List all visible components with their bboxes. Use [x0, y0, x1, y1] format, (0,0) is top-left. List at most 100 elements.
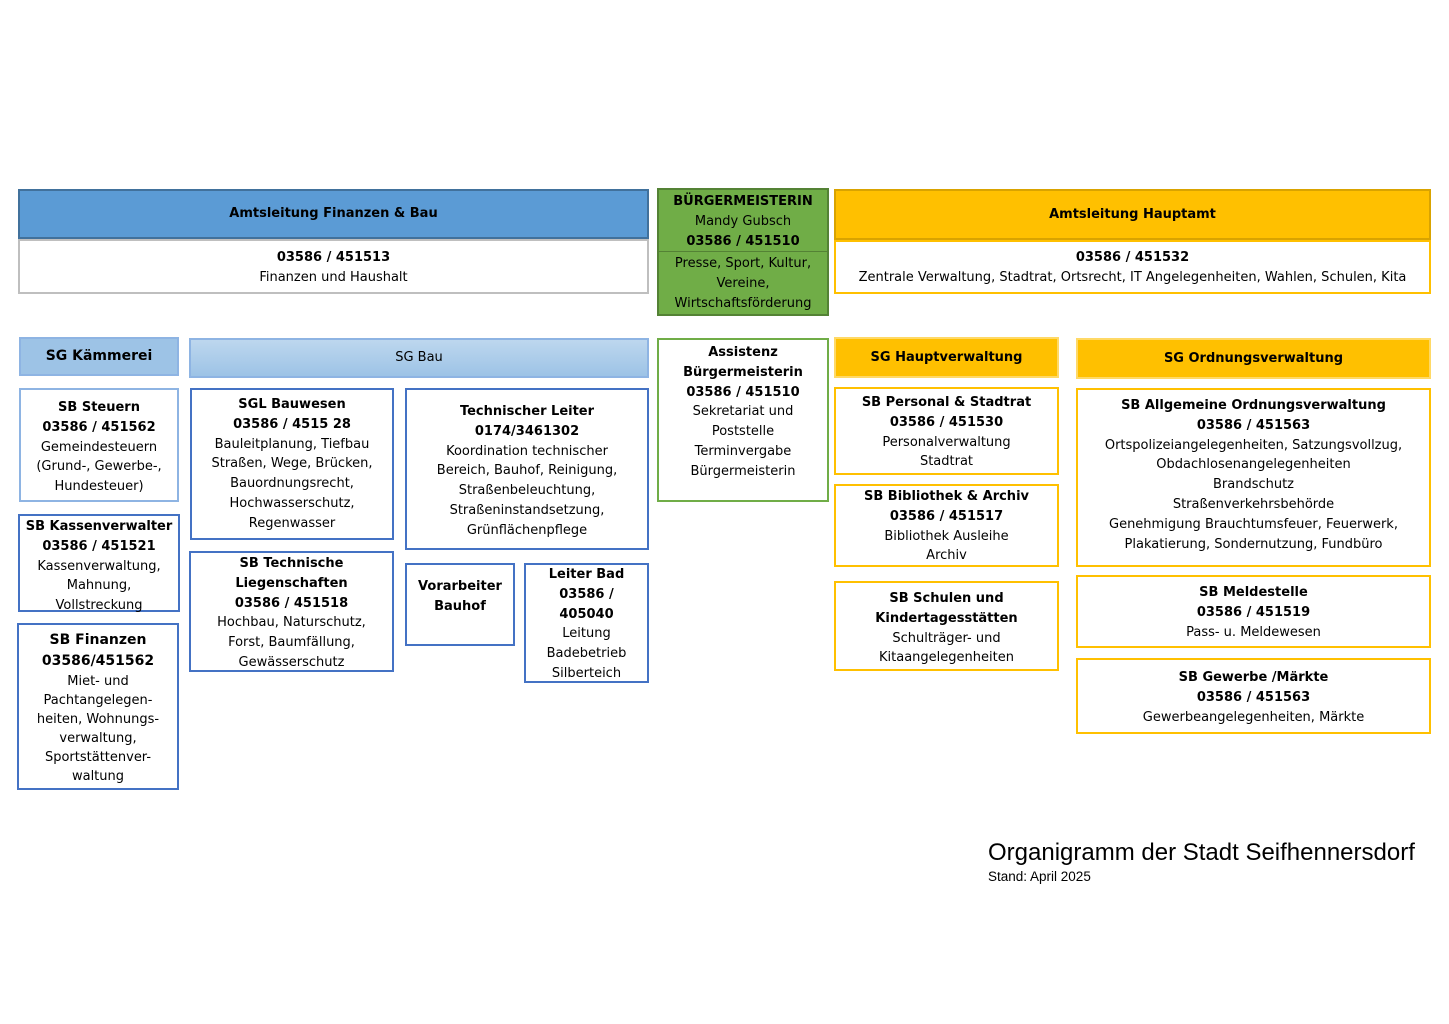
- unit-title: SB Kassenverwalter: [25, 519, 173, 534]
- buergermeisterin-head: BÜRGERMEISTERIN Mandy Gubsch 03586 / 451…: [659, 190, 827, 252]
- unit-task: Forst, Baumfällung,: [228, 635, 355, 651]
- unit-phone: 03586 / 4515 28: [233, 416, 351, 432]
- unit-title: SB Allgemeine Ordnungsverwaltung: [1121, 398, 1386, 413]
- unit-task: waltung: [71, 769, 125, 784]
- unit-task: Hochbau, Naturschutz,: [217, 615, 366, 631]
- unit-title: Technischer Leiter: [459, 404, 595, 419]
- unit-task: Personalverwaltung: [882, 434, 1011, 450]
- amtsleitung-hauptamt-title: Amtsleitung Hauptamt: [1049, 206, 1216, 222]
- unit-task: Sportstättenver-: [44, 750, 152, 765]
- sb-kassenverwalter-box: SB Kassenverwalter 03586 / 451521 Kassen…: [18, 514, 180, 613]
- unit-task: Grünflächenpflege: [466, 522, 588, 538]
- unit-task: Straßenbeleuchtung,: [458, 483, 596, 499]
- unit-task: Badebetrieb: [546, 646, 627, 662]
- unit-task: Poststelle: [711, 424, 775, 440]
- unit-title: SB Finanzen: [49, 632, 147, 648]
- unit-task: Bereich, Bauhof, Reinigung,: [436, 463, 618, 479]
- buergermeisterin-title: BÜRGERMEISTERIN: [673, 194, 813, 209]
- unit-phone: 03586 /: [559, 586, 614, 602]
- unit-title: SB Schulen und: [889, 591, 1004, 606]
- unit-task: Kassenverwaltung,: [37, 558, 161, 574]
- leiter-bad-box: Leiter Bad 03586 / 405040 Leitung Badebe…: [524, 563, 649, 683]
- sb-finanzen-box: SB Finanzen 03586/451562 Miet- und Pacht…: [17, 623, 179, 790]
- unit-task: Archiv: [926, 548, 967, 564]
- sg-bau-title: SG Bau: [395, 350, 443, 366]
- page-title: Organigramm der Stadt Seifhennersdorf: [988, 839, 1415, 866]
- amtsleitung-finanzen-bau-desc: Finanzen und Haushalt: [259, 269, 408, 285]
- buergermeisterin-tasks: Presse, Sport, Kultur, Vereine, Wirtscha…: [659, 252, 827, 313]
- unit-title: Liegenschaften: [235, 575, 348, 591]
- footer: Organigramm der Stadt Seifhennersdorf St…: [988, 838, 1438, 886]
- unit-task: Vollstreckung: [55, 598, 143, 614]
- unit-title: SB Meldestelle: [1199, 585, 1308, 600]
- buergermeisterin-task: Presse, Sport, Kultur,: [674, 256, 812, 271]
- unit-phone: 03586/451562: [41, 653, 155, 669]
- unit-title: Bürgermeisterin: [683, 364, 803, 380]
- unit-task: Silberteich: [551, 665, 622, 681]
- unit-phone: 03586 / 451530: [889, 414, 1004, 430]
- unit-title: Assistenz: [708, 345, 778, 360]
- buergermeisterin-name: Mandy Gubsch: [694, 213, 792, 229]
- amtsleitung-finanzen-bau-details: 03586 / 451513 Finanzen und Haushalt: [18, 239, 649, 294]
- sb-bibliothek-archiv-box: SB Bibliothek & Archiv 03586 / 451517 Bi…: [834, 484, 1059, 567]
- unit-task: verwaltung,: [59, 731, 137, 746]
- unit-phone: 03586 / 451562: [42, 419, 156, 435]
- sb-allgemeine-ordnungsverwaltung-box: SB Allgemeine Ordnungsverwaltung 03586 /…: [1076, 388, 1431, 567]
- amtsleitung-hauptamt-details: 03586 / 451532 Zentrale Verwaltung, Stad…: [834, 240, 1431, 294]
- unit-task: (Grund-, Gewerbe-,: [36, 459, 162, 475]
- unit-phone: 03586 / 451563: [1196, 689, 1311, 705]
- unit-task: heiten, Wohnungs-: [36, 712, 160, 727]
- unit-task: Miet- und: [67, 674, 129, 689]
- unit-task: Bauleitplanung, Tiefbau: [214, 436, 370, 452]
- unit-task: Bauordnungsrecht,: [230, 476, 354, 492]
- amtsleitung-hauptamt-phone: 03586 / 451532: [1075, 250, 1190, 265]
- unit-task: Genehmigung Brauchtumsfeuer, Feuerwerk,: [1109, 516, 1398, 532]
- unit-task: Gemeindesteuern: [40, 439, 158, 455]
- unit-phone: 03586 / 451518: [234, 595, 349, 611]
- unit-phone: 03586 / 451510: [686, 384, 800, 400]
- unit-title: SB Technische: [239, 556, 344, 571]
- amtsleitung-finanzen-bau-phone: 03586 / 451513: [276, 250, 391, 265]
- unit-task: Hochwasserschutz,: [229, 495, 355, 511]
- unit-title: SB Personal & Stadtrat: [861, 395, 1032, 410]
- unit-phone: 03586 / 451517: [889, 508, 1004, 524]
- sg-hauptverwaltung-header: SG Hauptverwaltung: [834, 337, 1059, 378]
- unit-task: Brandschutz: [1212, 477, 1295, 493]
- unit-phone: 0174/3461302: [474, 423, 580, 439]
- assistenz-box: Assistenz Bürgermeisterin 03586 / 451510…: [657, 338, 829, 502]
- sb-personal-stadtrat-box: SB Personal & Stadtrat 03586 / 451530 Pe…: [834, 387, 1059, 475]
- unit-task: Sekretariat und: [692, 404, 794, 420]
- unit-title: Bauhof: [434, 598, 486, 614]
- unit-task: Bürgermeisterin: [690, 463, 796, 479]
- unit-title: Leiter Bad: [548, 567, 625, 582]
- unit-task: Straßenverkehrsbehörde: [1172, 496, 1335, 512]
- unit-title: SB Gewerbe /Märkte: [1178, 670, 1329, 685]
- stand-date: Stand: April 2025: [988, 869, 1091, 884]
- sg-hauptverwaltung-title: SG Hauptverwaltung: [870, 349, 1023, 365]
- vorarbeiter-bauhof-box: Vorarbeiter Bauhof: [405, 563, 515, 646]
- unit-task: Koordination technischer: [446, 443, 608, 459]
- unit-task: Terminvergabe: [694, 443, 792, 459]
- unit-phone: 03586 / 451563: [1196, 417, 1311, 433]
- unit-task: Stadtrat: [919, 454, 974, 470]
- unit-task: Straßeninstandsetzung,: [449, 502, 605, 518]
- unit-phone: 405040: [559, 606, 614, 622]
- unit-task: Ortspolizeiangelegenheiten, Satzungsvoll…: [1104, 437, 1403, 453]
- technischer-leiter-box: Technischer Leiter 0174/3461302 Koordina…: [405, 388, 649, 550]
- unit-title: SGL Bauwesen: [238, 397, 346, 412]
- unit-task: Leitung: [562, 626, 611, 642]
- amtsleitung-finanzen-bau-header: Amtsleitung Finanzen & Bau: [18, 189, 649, 239]
- unit-task: Bibliothek Ausleihe: [884, 528, 1009, 544]
- unit-task: Pass- u. Meldewesen: [1186, 624, 1321, 640]
- sg-kaemmerei-header: SG Kämmerei: [19, 337, 179, 376]
- unit-task: Obdachlosenangelegenheiten: [1156, 457, 1351, 473]
- sgl-bauwesen-box: SGL Bauwesen 03586 / 4515 28 Bauleitplan…: [190, 388, 394, 540]
- unit-task: Gewässerschutz: [238, 654, 345, 670]
- unit-phone: 03586 / 451521: [42, 538, 156, 554]
- sb-schulen-kita-box: SB Schulen und Kindertagesstätten Schult…: [834, 581, 1059, 671]
- sg-ordnungsverwaltung-title: SG Ordnungsverwaltung: [1163, 350, 1344, 366]
- unit-title: SB Steuern: [58, 400, 140, 415]
- unit-task: Plakatierung, Sondernutzung, Fundbüro: [1124, 536, 1383, 552]
- sb-steuern-box: SB Steuern 03586 / 451562 Gemeindesteuer…: [19, 388, 179, 502]
- unit-title: Kindertagesstätten: [875, 610, 1018, 626]
